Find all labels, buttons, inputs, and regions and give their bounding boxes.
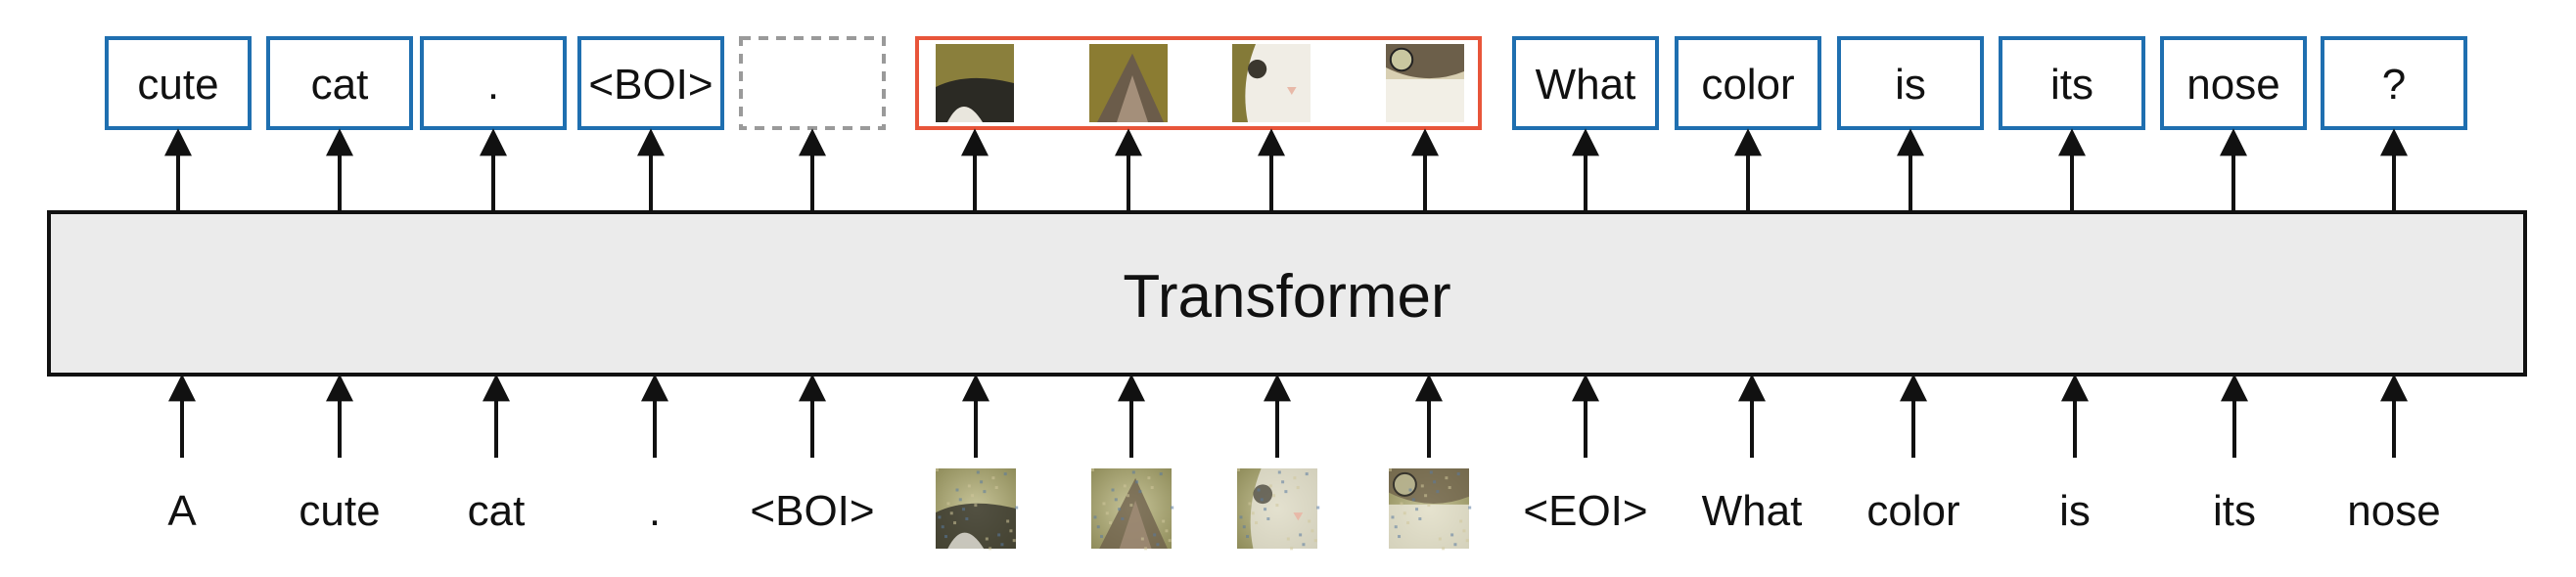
output-token-label: cute bbox=[137, 61, 218, 109]
output-token: . bbox=[420, 36, 567, 130]
arrows bbox=[164, 128, 2408, 458]
output-image-patch bbox=[1232, 44, 1311, 122]
output-token-label: <BOI> bbox=[588, 61, 713, 109]
input-token-label: <BOI> bbox=[750, 487, 874, 535]
output-token: <BOI> bbox=[577, 36, 724, 130]
output-token: nose bbox=[2160, 36, 2307, 130]
output-empty-slot bbox=[739, 36, 886, 130]
output-token-label: ? bbox=[2382, 61, 2406, 109]
input-token-label: What bbox=[1702, 487, 1803, 535]
input-token-label: cat bbox=[468, 487, 526, 535]
output-image-patch bbox=[936, 44, 1014, 122]
input-image-patch bbox=[1237, 468, 1320, 551]
output-token-box bbox=[2160, 36, 2307, 130]
output-token: cute bbox=[105, 36, 252, 130]
output-image-patch bbox=[1089, 44, 1168, 122]
input-token-label: cute bbox=[299, 487, 380, 535]
output-token-box bbox=[1837, 36, 1984, 130]
input-image-patch bbox=[936, 468, 1019, 551]
input-image-patch bbox=[1389, 468, 1472, 551]
input-token-label: nose bbox=[2347, 487, 2440, 535]
input-image-patch bbox=[1091, 468, 1174, 551]
output-token-box bbox=[577, 36, 724, 130]
transformer-block bbox=[47, 210, 2527, 377]
output-token: cat bbox=[266, 36, 413, 130]
input-token-label: A bbox=[167, 487, 197, 535]
output-token-label: nose bbox=[2186, 61, 2279, 109]
output-token: color bbox=[1675, 36, 1821, 130]
output-token-label: What bbox=[1536, 61, 1636, 109]
input-token-label: <EOI> bbox=[1523, 487, 1647, 535]
output-token: What bbox=[1512, 36, 1659, 130]
output-token-label: is bbox=[1895, 61, 1926, 109]
output-token-label: its bbox=[2050, 61, 2093, 109]
output-token-box bbox=[420, 36, 567, 130]
output-token-label: . bbox=[487, 61, 499, 109]
output-token-box bbox=[2321, 36, 2467, 130]
output-token-box bbox=[1675, 36, 1821, 130]
input-token-label: is bbox=[2059, 487, 2091, 535]
output-token-box bbox=[1512, 36, 1659, 130]
output-token: is bbox=[1837, 36, 1984, 130]
output-token-box bbox=[266, 36, 413, 130]
transformer-label: Transformer bbox=[1123, 263, 1450, 331]
output-token-box bbox=[105, 36, 252, 130]
output-token-label: cat bbox=[311, 61, 369, 109]
output-token: ? bbox=[2321, 36, 2467, 130]
output-image-patch bbox=[1386, 44, 1464, 122]
output-tokens: cute cat. <BOI> What color is its nose? bbox=[105, 36, 2467, 130]
input-token-label: color bbox=[1866, 487, 1959, 535]
output-token: its bbox=[1999, 36, 2145, 130]
input-token-label: its bbox=[2213, 487, 2256, 535]
output-token-box bbox=[1999, 36, 2145, 130]
output-token-label: color bbox=[1701, 61, 1794, 109]
input-token-label: . bbox=[649, 487, 661, 535]
